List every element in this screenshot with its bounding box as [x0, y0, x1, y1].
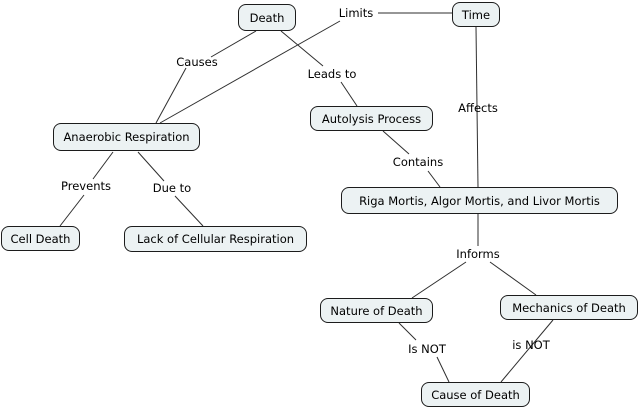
- node-cell-death-label: Cell Death: [10, 231, 71, 246]
- edge-anaerobic-to-limits: [159, 20, 341, 124]
- node-lack-of-cellular-respiration-label: Lack of Cellular Respiration: [136, 232, 295, 246]
- node-nature-of-death-label: Nature of Death: [330, 303, 423, 318]
- node-death[interactable]: Death: [238, 4, 296, 31]
- node-death-label: Death: [249, 10, 285, 25]
- node-lack-of-cellular-respiration[interactable]: Lack of Cellular Respiration: [124, 226, 307, 252]
- link-label-causes[interactable]: Causes: [176, 55, 218, 69]
- edge-informs-to-nature: [411, 261, 467, 299]
- node-autolysis-process-label: Autolysis Process: [321, 111, 422, 126]
- node-mortis-triad-label: Riga Mortis, Algor Mortis, and Livor Mor…: [359, 193, 600, 208]
- link-label-is-not-right[interactable]: is NOT: [512, 338, 550, 352]
- edge-anaerobic-to-due-to: [137, 151, 165, 182]
- node-time[interactable]: Time: [452, 2, 500, 27]
- edge-informs-to-mechanics: [489, 261, 537, 296]
- node-autolysis-process[interactable]: Autolysis Process: [310, 106, 433, 131]
- edge-time-affects-mortis: [475, 26, 479, 188]
- edge-nature-to-is-not: [398, 322, 417, 341]
- node-cell-death[interactable]: Cell Death: [1, 226, 80, 251]
- node-nature-of-death[interactable]: Nature of Death: [320, 298, 433, 323]
- edge-contains-to-mortis: [427, 170, 441, 188]
- node-mechanics-of-death[interactable]: Mechanics of Death: [500, 295, 638, 320]
- edge-due-to-to-lack: [174, 195, 204, 227]
- edge-prevents-to-cell-death: [59, 194, 85, 227]
- node-anaerobic-respiration[interactable]: Anaerobic Respiration: [53, 123, 200, 151]
- link-label-limits[interactable]: Limits: [338, 6, 374, 20]
- node-mechanics-of-death-label: Mechanics of Death: [512, 300, 626, 315]
- node-mortis-triad[interactable]: Riga Mortis, Algor Mortis, and Livor Mor…: [341, 187, 618, 214]
- link-label-affects[interactable]: Affects: [458, 101, 498, 115]
- edge-leads-to-to-autolysis: [340, 81, 358, 107]
- edge-death-to-causes: [210, 30, 257, 58]
- edge-mechanics-is-not-cause: [500, 319, 554, 383]
- node-cause-of-death[interactable]: Cause of Death: [421, 382, 530, 407]
- link-label-due-to[interactable]: Due to: [152, 181, 192, 195]
- node-anaerobic-respiration-label: Anaerobic Respiration: [63, 130, 190, 144]
- edge-causes-to-anaerobic: [155, 67, 187, 124]
- link-label-contains[interactable]: Contains: [392, 155, 444, 169]
- link-label-is-not-left[interactable]: Is NOT: [408, 342, 446, 356]
- node-time-label: Time: [461, 7, 491, 22]
- edge-is-not-to-cause: [436, 356, 450, 383]
- node-cause-of-death-label: Cause of Death: [431, 387, 520, 402]
- edge-death-to-leads-to: [280, 30, 324, 67]
- edge-anaerobic-to-prevents: [92, 151, 114, 180]
- link-label-leads-to[interactable]: Leads to: [307, 67, 357, 81]
- link-label-informs[interactable]: Informs: [456, 247, 500, 261]
- edge-autolysis-to-contains: [382, 130, 410, 155]
- link-label-prevents[interactable]: Prevents: [61, 179, 111, 193]
